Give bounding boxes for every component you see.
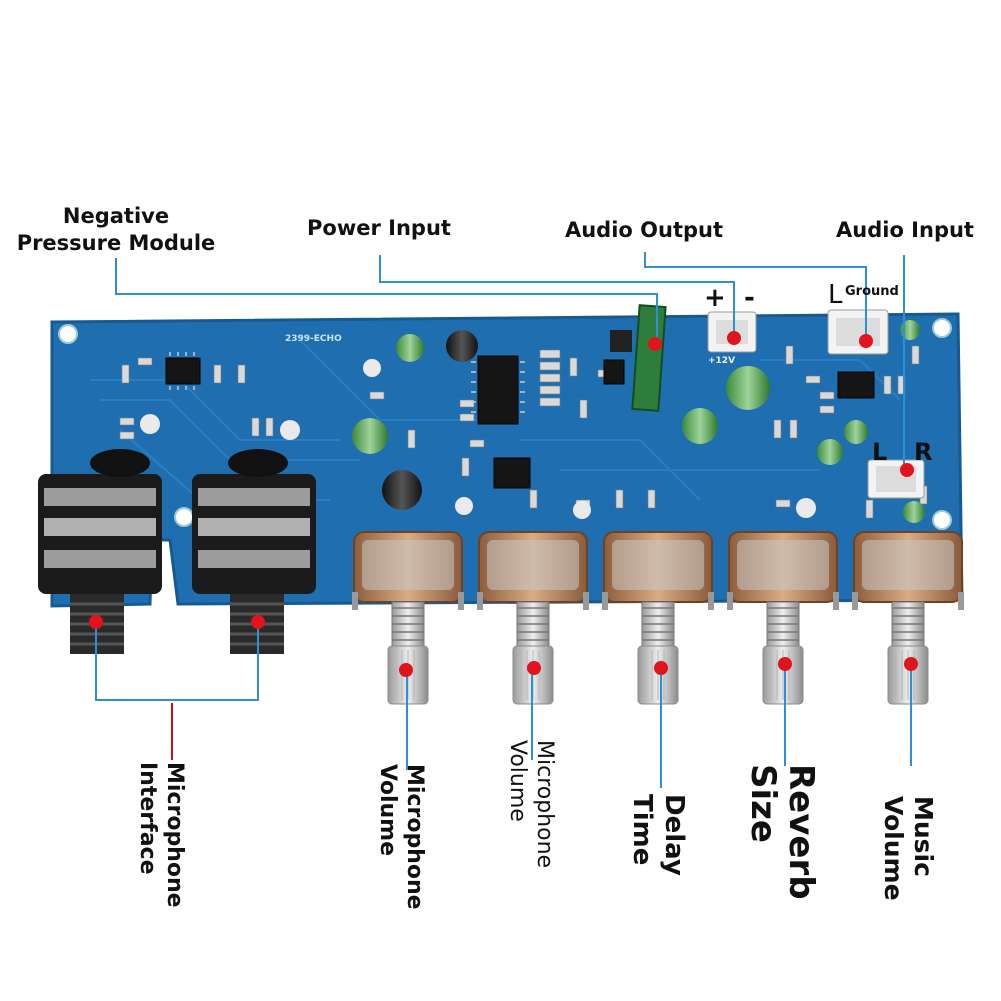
label-line: Pressure Module <box>16 231 216 255</box>
label-line: Volume <box>505 740 530 822</box>
potentiometer <box>852 531 964 705</box>
potentiometer <box>602 531 714 705</box>
marking-left: L <box>828 280 843 310</box>
label-line: Music <box>909 796 938 877</box>
ic-chips <box>165 355 875 489</box>
label-line: Negative <box>62 204 170 228</box>
label-line: Reverb <box>781 764 821 900</box>
mount-hole <box>932 318 952 338</box>
label-reverb-size: Reverb Size <box>743 764 821 900</box>
marking-board-left: L <box>872 438 888 466</box>
label-microphone-volume-1: Microphone Volume <box>374 764 428 910</box>
capacitors <box>140 320 925 523</box>
marking-plus: + <box>704 283 726 313</box>
mount-hole <box>58 324 78 344</box>
label-line: Interface <box>135 762 160 875</box>
label-music-volume: Music Volume <box>878 796 938 901</box>
label-line: Microphone <box>402 764 427 910</box>
board-model-marking: 2399-ECHO <box>285 334 342 344</box>
label-line: Size <box>743 764 783 843</box>
label-microphone-interface: Microphone Interface <box>134 762 188 908</box>
label-microphone-volume-2: Microphone Volume <box>504 740 558 868</box>
leader-lines <box>95 252 912 788</box>
mount-hole <box>174 507 194 527</box>
label-line: Volume <box>879 796 908 901</box>
label-delay-time: Delay Time <box>626 794 690 876</box>
potentiometer <box>477 531 589 705</box>
label-power-input: Power Input <box>307 216 451 240</box>
marker-dots <box>89 331 918 677</box>
microphone-jacks <box>38 449 316 654</box>
label-line: Microphone <box>162 762 187 908</box>
marking-minus: - <box>744 283 755 313</box>
potentiometers <box>352 531 964 705</box>
label-line: Time <box>627 794 657 866</box>
label-line: Microphone <box>532 740 557 869</box>
label-audio-output: Audio Output <box>564 218 724 242</box>
label-line: Delay <box>659 794 689 876</box>
label-audio-input: Audio Input <box>836 218 974 242</box>
label-negative-pressure-module: Negative Pressure Module <box>14 203 218 257</box>
label-line: Volume <box>375 764 400 856</box>
marking-right: R <box>914 438 933 466</box>
marking-ground: Ground <box>845 284 899 299</box>
mount-hole <box>932 510 952 530</box>
potentiometer <box>727 531 839 705</box>
potentiometer <box>352 531 464 705</box>
marking-supply: +12V <box>708 356 736 366</box>
